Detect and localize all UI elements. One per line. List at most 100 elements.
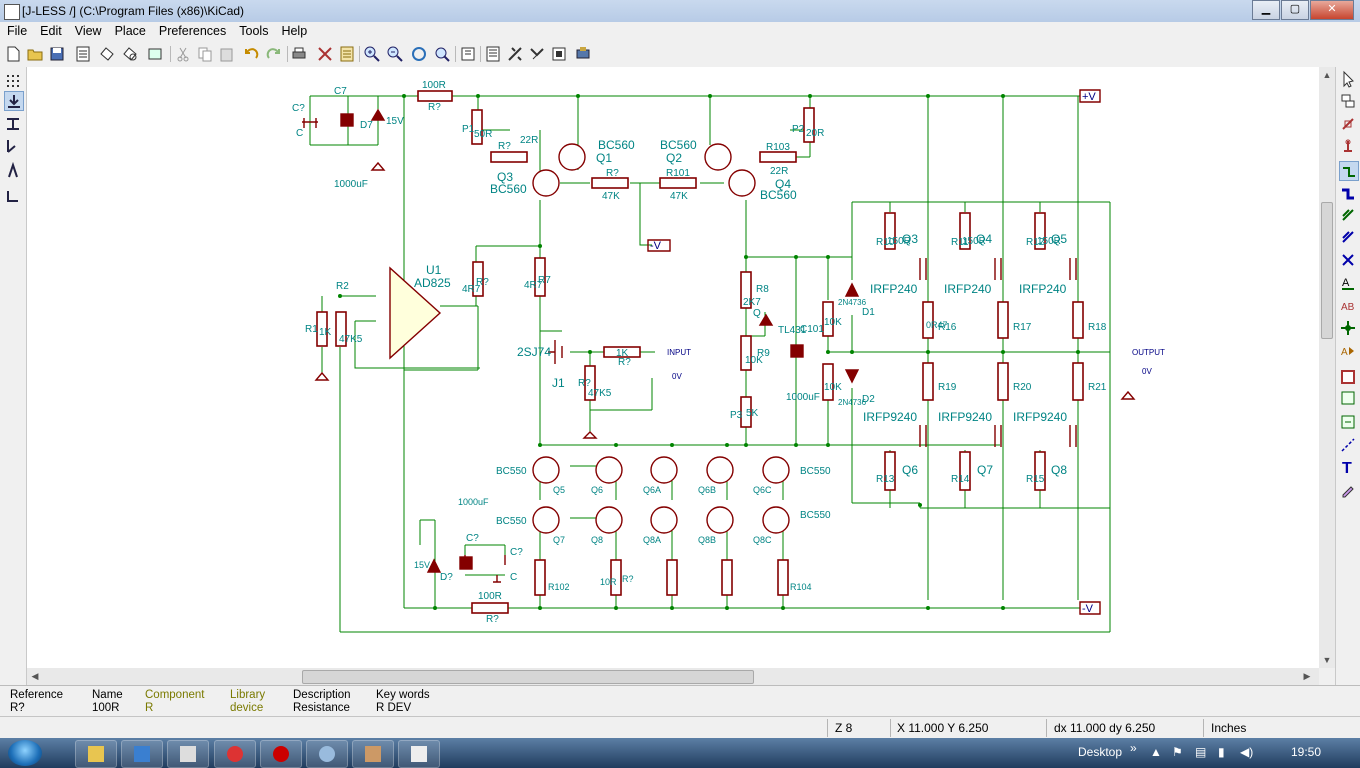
field-c101: C101 <box>800 324 824 335</box>
taskbar-app[interactable] <box>306 740 348 768</box>
module-editor-icon[interactable] <box>121 45 139 63</box>
horizontal-scrollbar[interactable]: ◀ ▶ <box>27 668 1319 685</box>
left-toolbar <box>0 67 27 685</box>
cvpcb-icon[interactable] <box>528 45 546 63</box>
hier-label-icon[interactable]: A <box>1339 342 1357 360</box>
field-r103-val: 22R <box>770 166 788 177</box>
field-r10: R10 <box>876 237 895 248</box>
hierarchy-nav-icon[interactable] <box>1339 92 1357 110</box>
hier-sheet-icon[interactable] <box>1339 368 1357 386</box>
bus-wire-angle-icon[interactable] <box>4 187 22 205</box>
add-power-icon[interactable] <box>1339 138 1357 156</box>
library-icon[interactable] <box>98 45 116 63</box>
field-q8b: Q8B <box>698 535 716 545</box>
field-c-top2: C <box>296 128 303 139</box>
desktop-chevron[interactable]: » <box>1130 741 1137 755</box>
field-r13: R13 <box>876 474 895 485</box>
zoom-redraw-icon[interactable] <box>410 45 428 63</box>
erc-icon[interactable] <box>506 45 524 63</box>
sheet-icon[interactable] <box>74 45 92 63</box>
annotate-icon[interactable] <box>484 45 502 63</box>
net-label-icon[interactable]: A <box>1339 274 1357 292</box>
menu-place[interactable]: Place <box>114 24 146 38</box>
open-icon[interactable] <box>26 45 44 63</box>
mm-unit-icon[interactable] <box>4 115 22 133</box>
import-sheet-pin-icon[interactable] <box>1339 389 1357 407</box>
desktop-toolbar[interactable]: Desktop <box>1078 745 1123 759</box>
close-button[interactable]: ✕ <box>1310 0 1354 20</box>
menu-help[interactable]: Help <box>281 24 308 38</box>
cut-icon[interactable] <box>174 45 192 63</box>
taskbar-chrome[interactable] <box>214 740 256 768</box>
inches-unit-icon[interactable] <box>4 91 24 111</box>
cursor-shape-icon[interactable] <box>4 137 22 155</box>
no-connect-icon[interactable] <box>1339 251 1357 269</box>
select-arrow-icon[interactable] <box>1339 70 1357 88</box>
scroll-left-icon[interactable]: ◀ <box>31 671 39 681</box>
hidden-pins-icon[interactable] <box>4 162 22 180</box>
grid-icon[interactable] <box>4 72 22 90</box>
maximize-button[interactable]: ▢ <box>1281 0 1309 20</box>
zoom-out-icon[interactable] <box>386 45 404 63</box>
save-icon[interactable] <box>48 45 66 63</box>
taskbar-opera[interactable] <box>260 740 302 768</box>
start-button[interactable] <box>8 740 42 766</box>
taskbar-calculator[interactable] <box>167 740 209 768</box>
netlist-icon[interactable] <box>316 45 334 63</box>
minimize-button[interactable]: ▁ <box>1252 0 1280 20</box>
sheet-pin-icon[interactable] <box>1339 413 1357 431</box>
field-r20: R20 <box>1013 382 1032 393</box>
zoom-fit-icon[interactable] <box>433 45 451 63</box>
taskbar-kicad[interactable] <box>352 740 394 768</box>
main-toolbar <box>0 41 1360 68</box>
add-bus-icon[interactable] <box>1339 184 1357 202</box>
signal-icon[interactable]: ▮ <box>1218 745 1225 759</box>
paste-icon[interactable] <box>218 45 236 63</box>
menu-view[interactable]: View <box>74 24 102 38</box>
scroll-up-icon[interactable]: ▲ <box>1322 70 1332 80</box>
add-component-icon[interactable] <box>1339 115 1357 133</box>
taskbar-outlook[interactable] <box>121 740 163 768</box>
flag-icon[interactable]: ⚑ <box>1172 745 1183 759</box>
redo-icon[interactable] <box>265 45 283 63</box>
graphic-line-icon[interactable] <box>1339 436 1357 454</box>
zoom-icon[interactable] <box>146 45 164 63</box>
taskbar-explorer[interactable] <box>75 740 117 768</box>
scroll-down-icon[interactable]: ▼ <box>1322 655 1332 665</box>
field-q3-type: BC560 <box>490 182 527 196</box>
tray-show-hidden-icon[interactable]: ▲ <box>1150 745 1162 759</box>
menu-tools[interactable]: Tools <box>239 24 269 38</box>
bus-bus-entry-icon[interactable] <box>1339 228 1357 246</box>
global-label-icon[interactable]: AB <box>1339 297 1357 315</box>
network-icon[interactable]: ▤ <box>1195 745 1207 759</box>
scroll-right-icon[interactable]: ▶ <box>1303 671 1311 681</box>
zoom-in-icon[interactable] <box>363 45 381 63</box>
schematic-canvas[interactable]: 100R R? C? C C7 1000uF D7 15V P1 50R 22R… <box>27 67 1319 668</box>
volume-icon[interactable]: ◀) <box>1240 745 1254 759</box>
horizontal-scroll-thumb[interactable] <box>302 670 754 684</box>
hierarchy-icon[interactable] <box>459 45 477 63</box>
junction-icon[interactable] <box>1339 319 1357 337</box>
image-icon[interactable] <box>1339 481 1357 499</box>
add-wire-icon[interactable] <box>1339 161 1359 181</box>
field-c101-val: 1000uF <box>786 392 820 403</box>
field-r11: R11 <box>951 237 969 248</box>
print-icon[interactable] <box>290 45 308 63</box>
wire-bus-entry-icon[interactable] <box>1339 206 1357 224</box>
pcbnew-icon[interactable] <box>550 45 568 63</box>
field-irf9240-b: IRFP9240 <box>938 410 992 424</box>
text-icon[interactable]: T <box>1339 458 1357 476</box>
menu-edit[interactable]: Edit <box>40 24 62 38</box>
vertical-scrollbar[interactable]: ▲ ▼ <box>1319 67 1335 668</box>
undo-icon[interactable] <box>242 45 260 63</box>
bom-icon[interactable] <box>338 45 356 63</box>
new-icon[interactable] <box>4 45 22 63</box>
taskbar-eeschema[interactable] <box>398 740 440 768</box>
copy-icon[interactable] <box>196 45 214 63</box>
clock[interactable]: 19:50 <box>1291 745 1322 759</box>
footprint-icon[interactable] <box>574 45 592 63</box>
menu-preferences[interactable]: Preferences <box>158 24 227 38</box>
menu-file[interactable]: File <box>7 24 28 38</box>
vertical-scroll-thumb[interactable] <box>1321 202 1333 339</box>
field-r17: R17 <box>1013 322 1032 333</box>
